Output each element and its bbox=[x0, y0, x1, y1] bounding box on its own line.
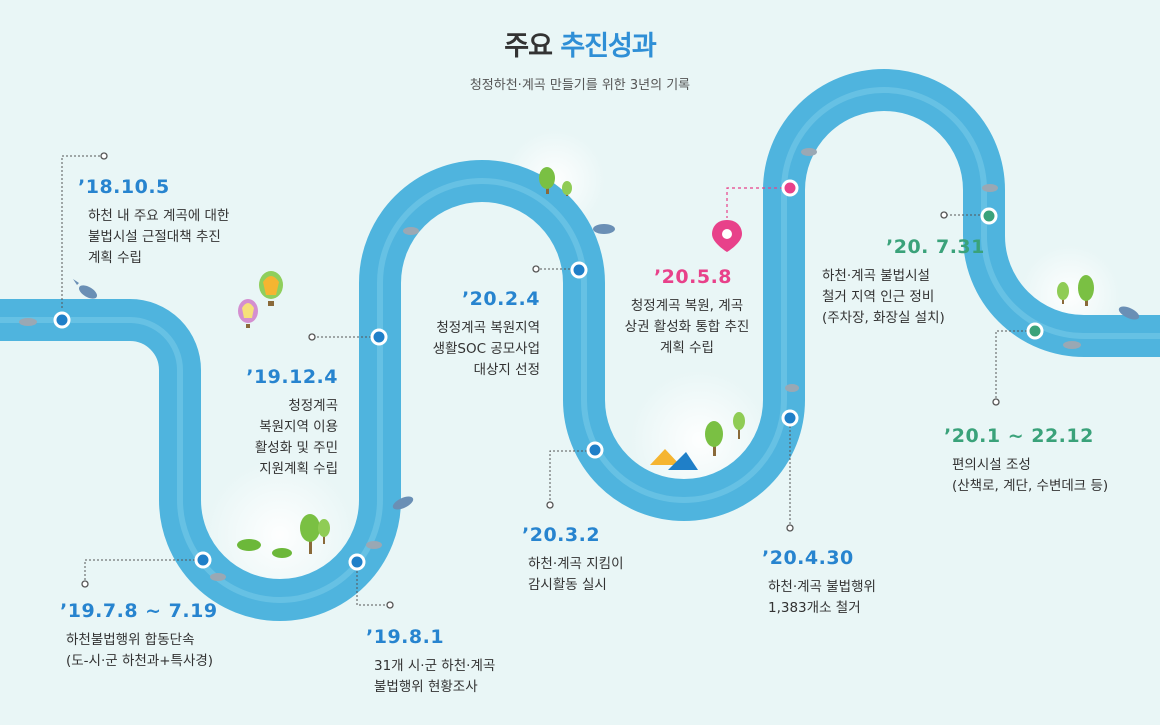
event-description: 하천·계곡 불법행위 1,383개소 철거 bbox=[768, 579, 876, 616]
marker-blue bbox=[348, 553, 366, 571]
event-2020-3-2: ’20.3.2 하천·계곡 지킴이 감시활동 실시 bbox=[522, 524, 712, 596]
tree-icon bbox=[539, 167, 572, 196]
event-description: 청정계곡 복원, 계곡 상권 활성화 통합 추진 계획 수립 bbox=[624, 298, 750, 356]
event-2019-8-1: ’19.8.1 31개 시·군 하천·계곡 불법행위 현황조사 bbox=[366, 626, 566, 698]
event-description: 편의시설 조성 (산책로, 계단, 수변데크 등) bbox=[952, 457, 1109, 494]
event-date: ’20.5.8 bbox=[653, 266, 733, 288]
page-title: 주요 추진성과 bbox=[0, 24, 1160, 63]
connector-lines bbox=[61, 155, 1035, 606]
event-date: ’19.12.4 bbox=[246, 366, 338, 388]
page-subtitle: 청정하천·계곡 만들기를 위한 3년의 기록 bbox=[469, 78, 691, 93]
event-date: ’20. 7.31 bbox=[886, 236, 985, 258]
event-date: ’20.1 ~ 22.12 bbox=[944, 425, 1094, 447]
marker-green bbox=[1026, 322, 1044, 340]
fish-icon bbox=[73, 224, 1140, 510]
marker-blue bbox=[570, 261, 588, 279]
event-description: 청정계곡 복원지역 이용 활성화 및 주민 지원계획 수립 bbox=[254, 398, 338, 477]
rock-icon bbox=[19, 148, 1081, 581]
event-2020-4-30: ’20.4.30 하천·계곡 불법행위 1,383개소 철거 bbox=[762, 547, 972, 619]
marker-blue bbox=[781, 409, 799, 427]
event-date: ’20.3.2 bbox=[522, 524, 601, 546]
bush-icon bbox=[237, 539, 292, 558]
event-2019-12-4: ’19.12.4 청정계곡 복원지역 이용 활성화 및 주민 지원계획 수립 bbox=[196, 366, 338, 480]
marker-blue bbox=[370, 328, 388, 346]
river-markers bbox=[53, 179, 1044, 571]
title-accent: 추진성과 bbox=[560, 31, 656, 62]
tree-icon bbox=[300, 514, 330, 554]
event-2020-5-8: ’20.5.8 청정계곡 복원, 계곡 상권 활성화 통합 추진 계획 수립 bbox=[602, 266, 772, 359]
event-description: 하천 내 주요 계곡에 대한 불법시설 근절대책 추진 계획 수립 bbox=[88, 208, 230, 266]
marker-pink bbox=[781, 179, 799, 197]
event-date: ’20.2.4 bbox=[461, 288, 540, 310]
event-2020-2-4: ’20.2.4 청정계곡 복원지역 생활SOC 공모사업 대상지 선정 bbox=[380, 288, 540, 381]
event-description: 하천·계곡 불법시설 철거 지역 인근 정비 (주차장, 화장실 설치) bbox=[822, 268, 945, 326]
event-date: ’19.8.1 bbox=[366, 626, 445, 648]
event-date: ’20.4.30 bbox=[762, 547, 854, 569]
marker-blue bbox=[194, 551, 212, 569]
tree-icon bbox=[705, 412, 745, 456]
event-date: ’18.10.5 bbox=[78, 176, 170, 198]
hot-air-balloon-icon bbox=[238, 271, 283, 328]
tree-icon bbox=[1057, 275, 1094, 306]
event-2018-10-5: ’18.10.5 하천 내 주요 계곡에 대한 불법시설 근절대책 추진 계획 … bbox=[78, 176, 278, 269]
title-main: 주요 bbox=[504, 31, 553, 62]
location-pin-icon bbox=[712, 220, 742, 252]
event-2019-7-8: ’19.7.8 ~ 7.19 하천불법행위 합동단속 (도-시·군 하천과+특사… bbox=[60, 600, 280, 672]
marker-blue bbox=[53, 311, 71, 329]
tent-icon bbox=[650, 449, 698, 470]
event-2020-1-22-12: ’20.1 ~ 22.12 편의시설 조성 (산책로, 계단, 수변데크 등) bbox=[944, 425, 1154, 497]
pink-connector bbox=[726, 187, 789, 218]
river-highlight bbox=[0, 87, 1160, 603]
event-description: 하천불법행위 합동단속 (도-시·군 하천과+특사경) bbox=[66, 632, 214, 669]
event-description: 하천·계곡 지킴이 감시활동 실시 bbox=[528, 556, 624, 593]
event-date: ’19.7.8 ~ 7.19 bbox=[60, 600, 218, 622]
marker-blue bbox=[586, 441, 604, 459]
marker-green bbox=[980, 207, 998, 225]
connector-end-dots bbox=[81, 152, 1000, 609]
event-description: 청정계곡 복원지역 생활SOC 공모사업 대상지 선정 bbox=[432, 320, 540, 378]
event-2020-7-31: ’20. 7.31 하천·계곡 불법시설 철거 지역 인근 정비 (주차장, 화… bbox=[822, 236, 1022, 329]
event-description: 31개 시·군 하천·계곡 불법행위 현황조사 bbox=[374, 658, 496, 695]
